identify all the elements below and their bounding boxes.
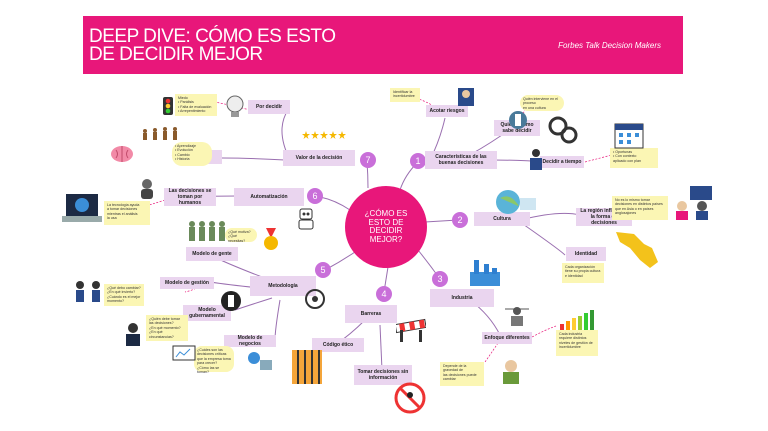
branch-number-6: 6 [307, 188, 323, 204]
subtopic-decidir-tiempo: Decidir a tiempo [540, 156, 584, 168]
subtopic-acotar-riesgos: Acotar riesgos [426, 105, 468, 117]
robot-icon [298, 208, 314, 230]
subtopic-modelo-gente: Modelo de gente [186, 247, 238, 261]
gears-icon [305, 289, 325, 309]
mexico-map-icon [616, 232, 658, 268]
branch-valor: Valor de la decisión [283, 150, 355, 166]
subtopic-identidad: Identidad [566, 247, 606, 261]
person-stress-icon [505, 307, 529, 326]
women-icon [676, 186, 712, 220]
branch-barreras: Barreras [345, 305, 397, 323]
note-industria: Cada industria requiere distintos nivele… [556, 330, 598, 356]
medal-icon [264, 228, 278, 250]
gears-icon [548, 116, 578, 144]
team-icon [189, 221, 225, 241]
businessman-icon [530, 149, 542, 170]
branch-number-7: 7 [360, 152, 376, 168]
subtopic-modelo-gobierno: Modelo gubernamental [183, 305, 231, 321]
rising-bars-icon [560, 310, 594, 330]
chess-icon [509, 111, 527, 129]
evolution-icon [143, 127, 177, 140]
subtopic-decisiones-humanos: Las decisiones se toman por humanos [164, 188, 216, 206]
chess-icon [221, 291, 241, 311]
globe-icon [496, 190, 536, 214]
barrier-icon [458, 88, 474, 106]
note-gestion: ¿Qué debo cambiar? ¿En qué invierto? ¿Cu… [104, 284, 144, 306]
laptop-icon [62, 194, 102, 222]
branch-number-3: 3 [432, 271, 448, 287]
page-title-line2: DE DECIDIR MEJOR [89, 44, 263, 65]
branch-industria: Industria [430, 289, 494, 307]
page-title-line1: DEEP DIVE: CÓMO ES ESTO [89, 26, 336, 47]
central-topic: ¿CÓMO ES ESTO DE DECIDIR MEJOR? [345, 186, 427, 268]
businessman-icon [126, 323, 140, 346]
subtopic-modelo-negocios: Modelo de negocios [224, 335, 276, 347]
subtopic-sin-informacion: Tomar decisiones sin información [354, 365, 412, 385]
note-gente: ¿Qué motiva? ¿Qué necesitas? [225, 228, 257, 243]
link-6 [319, 196, 351, 211]
note-automatizacion: La tecnología ayuda a tomar decisiones m… [104, 201, 150, 225]
prison-icon [292, 350, 322, 384]
factory-icon [470, 260, 500, 286]
note-riesgos: Identificar la incertidumbre [390, 88, 420, 102]
note-region: No es lo mismo tomar decisiones en disti… [612, 196, 668, 220]
header-banner: DEEP DIVE: CÓMO ES ESTO DE DECIDIR MEJOR… [83, 16, 683, 74]
branch-number-2: 2 [452, 212, 468, 228]
note-enfoque: Depende de la gravedad de las decisiones… [440, 362, 484, 386]
lightbulb-icon [226, 95, 244, 117]
meeting-icon [172, 345, 196, 361]
stars-icon [302, 131, 346, 139]
barrier-icon [396, 318, 426, 342]
branch-caracteristicas: Características de las buenas decisiones [425, 151, 497, 169]
thinking-person-icon [141, 179, 153, 199]
branch-number-4: 4 [376, 286, 392, 302]
note-quien: Quién interviene en el proceso en una cu… [520, 95, 564, 111]
branch-number-5: 5 [315, 262, 331, 278]
branch-number-1: 1 [410, 153, 426, 169]
branch-automatizacion: Automatización [234, 188, 304, 206]
chart-icon [248, 352, 272, 370]
traffic-light-icon [163, 97, 173, 115]
subtopic-codigo-etico: Código ético [312, 338, 364, 352]
no-info-icon [394, 382, 426, 414]
subtopic-enfoque: Enfoque diferentes [482, 332, 532, 344]
calendar-icon [614, 123, 644, 149]
subtopic-por-decidir: Por decidir [248, 100, 290, 114]
note-decidir: • Aprendizaje • Evolución • Cambio • His… [172, 142, 212, 166]
note-gobierno: ¿Quién debe tomar las decisiones? ¿En qu… [146, 315, 188, 341]
branch-cultura: Cultura [474, 212, 530, 226]
branch-metodologia: Metodología [250, 276, 316, 296]
subtopic-modelo-gestion: Modelo de gestión [160, 277, 214, 289]
note-negocios: ¿Cuáles son las decisiones críticas que … [194, 346, 234, 374]
note-por-decidir: Miedo • Parálisis • Falta de evaluación … [175, 94, 217, 116]
brand-label: Forbes Talk Decision Makers [558, 41, 661, 50]
thinking-person-icon [503, 360, 519, 384]
brain-icon [111, 146, 133, 162]
handshake-icon [76, 281, 100, 302]
note-identidad: Cada organización tiene su propia cultur… [562, 263, 604, 283]
note-tiempo: • Oportunas • Con contexto aplicado con … [610, 148, 658, 168]
